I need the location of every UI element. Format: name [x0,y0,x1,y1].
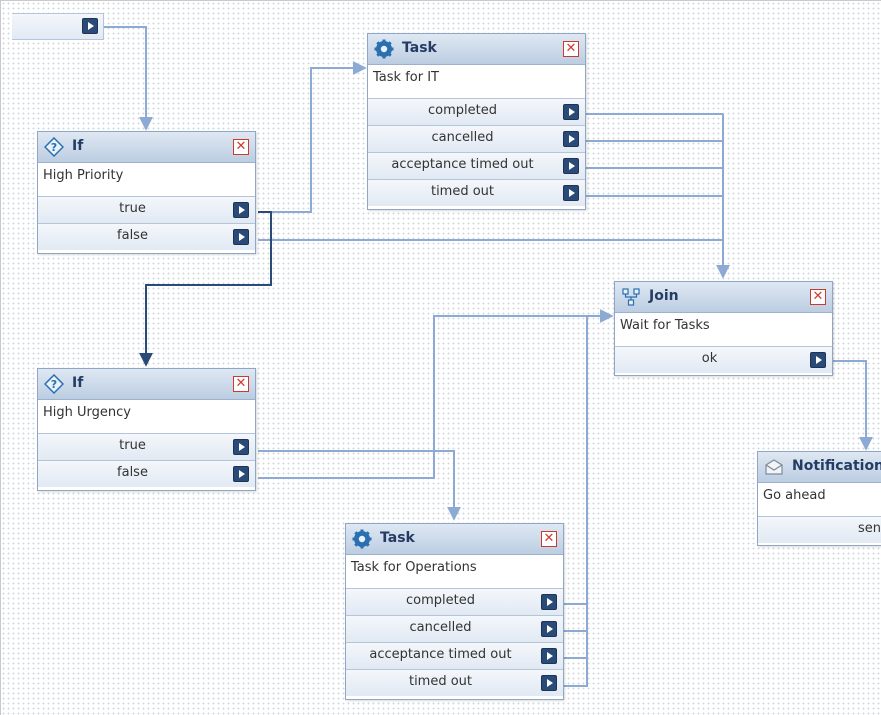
wire-join-ok-to-notification[interactable] [833,360,873,451]
gear-icon [374,39,394,59]
node-header[interactable]: Notification [758,452,881,483]
outcome-false: false [38,223,255,250]
outcome-completed: completed [368,98,585,125]
outcome-label: false [117,465,148,480]
join-icon [622,288,640,306]
outcome-completed: completed [346,588,563,615]
outcome-port-icon[interactable] [233,229,249,245]
task-node-operations[interactable]: Task ✕ Task for Operations completed can… [345,523,564,700]
outcome-port-icon[interactable] [541,621,557,637]
svg-text:?: ? [51,378,57,391]
node-header[interactable]: Task ✕ [346,524,563,555]
wire-urgency-true-to-task-ops[interactable] [258,450,461,521]
close-icon[interactable]: ✕ [233,139,249,155]
outcome-port-icon[interactable] [563,131,579,147]
wire-true-to-task-it[interactable] [258,61,367,213]
close-icon[interactable]: ✕ [233,376,249,392]
outcome-label: true [119,438,146,453]
outcome-port-icon[interactable] [541,648,557,664]
node-title: Task [380,530,415,546]
outcome-send: sen [758,516,881,543]
outcome-label: sen [857,521,881,536]
outcome-acceptance-timed-out: acceptance timed out [346,642,563,669]
outcome-cancelled: cancelled [346,615,563,642]
node-title: If [72,138,84,154]
node-description: Task for Operations [351,560,477,575]
node-title: Join [649,288,679,304]
outcome-label: true [119,201,146,216]
outcome-label: timed out [408,674,473,689]
outcome-ok: ok [615,346,832,373]
outcome-label: timed out [430,184,495,199]
envelope-icon [765,459,783,475]
node-description: Go ahead [763,488,826,503]
outcome-port-icon[interactable] [563,185,579,201]
node-header[interactable]: ? If ✕ [38,369,255,400]
outcome-label: false [117,228,148,243]
outcome-label: acceptance timed out [391,157,534,172]
outcome-label: cancelled [431,130,494,145]
outcome-true: true [38,433,255,460]
task-node-it[interactable]: Task ✕ Task for IT completed cancelled a… [367,33,586,210]
outcome-cancelled: cancelled [368,125,585,152]
outcome-label: completed [406,593,475,608]
outcome-port-icon[interactable] [563,104,579,120]
if-node-high-urgency[interactable]: ? If ✕ High Urgency true false [37,368,256,491]
outcome-port-icon[interactable] [82,18,98,34]
close-icon[interactable]: ✕ [810,289,826,305]
outcome-timed-out: timed out [368,179,585,206]
notification-node[interactable]: Notification Go ahead sen [757,451,881,546]
node-header[interactable]: Task ✕ [368,34,585,65]
node-description: Wait for Tasks [620,318,710,333]
wire-urgency-false-to-join[interactable] [258,309,614,479]
outcome-port-icon[interactable] [541,594,557,610]
wire-task-ops-timed-out[interactable] [564,316,588,687]
if-node-high-priority[interactable]: ? If ✕ High Priority true false [37,131,256,254]
outcome-port-icon[interactable] [233,202,249,218]
outcome-label: cancelled [409,620,472,635]
node-title: Task [402,40,437,56]
close-icon[interactable]: ✕ [541,531,557,547]
outcome-false: false [38,460,255,487]
condition-icon: ? [44,137,64,157]
node-description: High Urgency [43,405,131,420]
join-node[interactable]: Join ✕ Wait for Tasks ok [614,281,833,376]
svg-text:?: ? [51,141,57,154]
outcome-port-icon[interactable] [810,352,826,368]
outcome-timed-out: timed out [346,669,563,696]
node-header[interactable]: Join ✕ [615,282,832,313]
node-header[interactable]: ? If ✕ [38,132,255,163]
gear-icon [352,529,372,549]
outcome-label: acceptance timed out [369,647,512,662]
wire-start-to-if-priority[interactable] [98,26,153,131]
condition-icon: ? [44,374,64,394]
outcome-port-icon[interactable] [541,675,557,691]
node-title: Notification [792,458,881,474]
node-title: If [72,375,84,391]
outcome-true: true [38,196,255,223]
outcome-label: completed [428,103,497,118]
wire-priority-false-to-if-urgency[interactable] [139,211,272,367]
close-icon[interactable]: ✕ [563,41,579,57]
outcome-port-icon[interactable] [233,439,249,455]
node-description: Task for IT [373,70,439,85]
outcome-port-icon[interactable] [563,158,579,174]
previous-node-outcome [12,13,104,40]
outcome-label: ok [701,351,718,366]
outcome-acceptance-timed-out: acceptance timed out [368,152,585,179]
outcome-port-icon[interactable] [233,466,249,482]
node-description: High Priority [43,168,124,183]
